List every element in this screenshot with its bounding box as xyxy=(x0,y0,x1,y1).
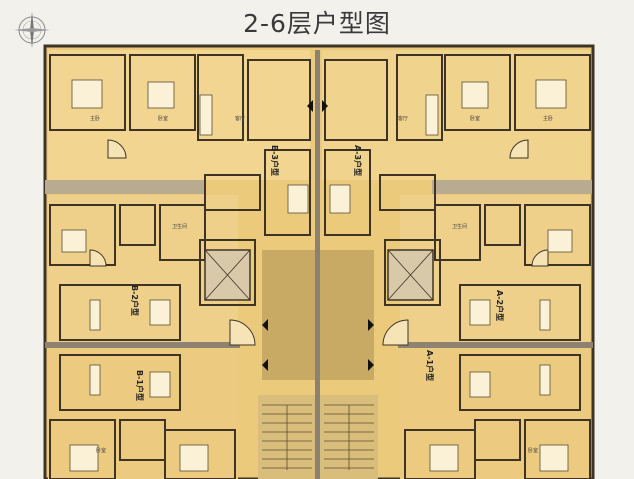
room-label: 卧室 xyxy=(96,447,106,454)
unit-label-b3: B-3户型 xyxy=(270,145,280,176)
unit-label-b2: B-2户型 xyxy=(130,285,140,316)
furniture xyxy=(61,79,573,472)
arrows xyxy=(262,100,374,371)
room-labels: 主卧 卧室 客厅 主卧 卧室 客厅 卫生间 卫生间 卧室 卧室 xyxy=(90,115,553,454)
centre-wall xyxy=(315,50,320,479)
elevator-left xyxy=(204,249,251,301)
room-label: 客厅 xyxy=(235,115,245,122)
room-label: 主卧 xyxy=(543,115,553,122)
room-label: 卫生间 xyxy=(452,223,467,230)
band-left xyxy=(45,180,205,194)
compass-icon xyxy=(14,12,50,48)
unit-label-a1: A-1户型 xyxy=(425,350,435,381)
zone-a3 xyxy=(322,50,590,180)
band-right xyxy=(432,180,592,194)
room-label: 主卧 xyxy=(90,115,100,122)
outer-wall xyxy=(43,44,595,479)
unit-label-a3: A-3户型 xyxy=(353,145,363,176)
unit-label-a2: A-2户型 xyxy=(495,290,505,321)
room-label: 客厅 xyxy=(398,115,408,122)
door-arcs xyxy=(89,139,549,346)
elevator-right xyxy=(387,249,434,301)
unit-label-b1: B-1户型 xyxy=(135,370,145,401)
zone-b3 xyxy=(48,50,310,180)
room-label: 卫生间 xyxy=(172,223,187,230)
stair-treads xyxy=(262,404,374,470)
room-label: 卧室 xyxy=(158,115,168,122)
room-label: 卧室 xyxy=(528,447,538,454)
plan-title: 2-6层户型图 xyxy=(243,9,391,38)
inner-walls xyxy=(49,54,591,479)
room-label: 卧室 xyxy=(470,115,480,122)
